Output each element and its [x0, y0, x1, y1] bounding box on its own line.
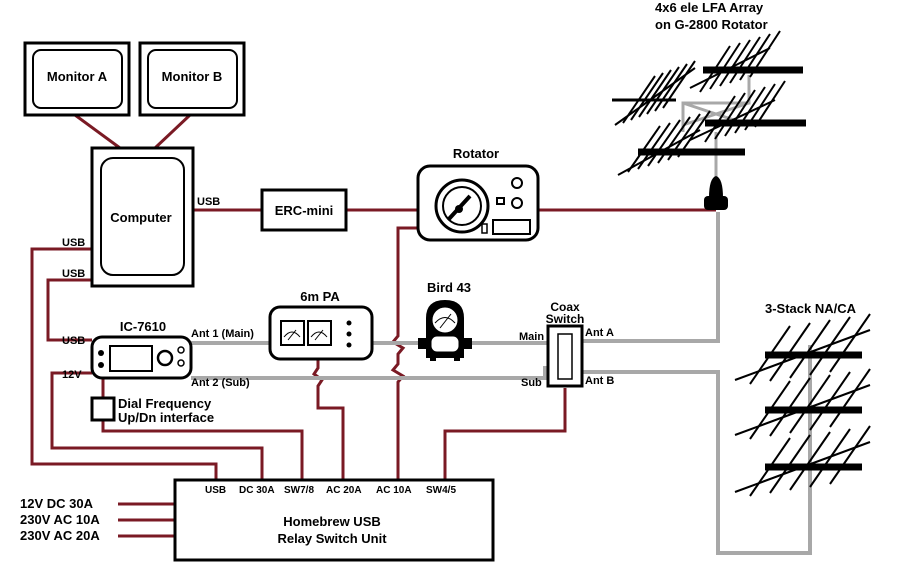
lfa-array-antenna — [612, 30, 806, 210]
coax-sub-label: Sub — [521, 377, 542, 389]
radio-label: IC-7610 — [120, 319, 166, 334]
dial-label-1: Dial Frequency — [118, 396, 212, 411]
pa-label: 6m PA — [300, 289, 340, 304]
rotator-ac10a — [390, 226, 418, 480]
pa-meter-icon — [307, 320, 332, 346]
radio-vfo-knob-icon — [156, 349, 174, 367]
radio-ant2-label: Ant 2 (Sub) — [191, 377, 250, 389]
power-in-1: 12V DC 30A — [20, 496, 94, 511]
rotator-knob-icon — [511, 197, 523, 209]
pa-meter-icon — [280, 320, 305, 346]
bird43-wattmeter — [418, 300, 472, 361]
rotator-motor-icon — [709, 176, 723, 198]
pa-ac20a — [311, 360, 345, 480]
coax-ant-b-label: Ant B — [585, 375, 614, 387]
relay-port-ac10a: AC 10A — [376, 485, 412, 496]
radio-usb-label: USB — [62, 335, 85, 347]
coax-main-label: Main — [519, 331, 544, 343]
dc-12v-radio — [50, 371, 264, 480]
rotator-title-1: Rotator — [453, 146, 499, 161]
coax-title-1: Coax — [550, 300, 580, 314]
ic7610-radio — [90, 335, 193, 380]
monitor-a: Monitor A — [23, 41, 131, 117]
relay-port-usb: USB — [205, 485, 226, 496]
radio-12v-label: 12V — [62, 369, 82, 381]
computer-usb-right-label: USB — [197, 196, 220, 208]
array-title-2: on G-2800 Rotator — [655, 17, 768, 32]
usb-computer-radio — [46, 278, 92, 342]
bird-meter-icon — [431, 306, 459, 334]
monitor-b: Monitor B — [138, 41, 246, 117]
monitor-a-label: Monitor A — [47, 69, 108, 84]
bird-label: Bird 43 — [427, 280, 471, 295]
rotator-display — [492, 219, 531, 235]
control-wiring — [30, 113, 716, 538]
computer-usb-left-label-2: USB — [62, 268, 85, 280]
computer-label: Computer — [110, 210, 171, 225]
coax-ant-a — [582, 212, 720, 343]
relay-port-sw45: SW4/5 — [426, 485, 456, 496]
monitor-a-cable — [74, 113, 121, 150]
array-title-1: 4x6 ele LFA Array — [655, 0, 764, 15]
dial-sw78-link — [101, 420, 304, 480]
rotator-knob-icon — [511, 177, 523, 189]
computer: Computer — [90, 146, 195, 288]
computer-usb-left-label-1: USB — [62, 237, 85, 249]
power-in-3: 230V AC 20A — [20, 528, 100, 543]
monitor-b-cable — [153, 113, 192, 150]
relay-port-sw78: SW7/8 — [284, 485, 314, 496]
monitor-b-label: Monitor B — [162, 69, 223, 84]
radio-display — [109, 345, 153, 372]
coax-radio-sub — [191, 366, 547, 380]
rotator-controller — [416, 164, 540, 242]
pa-amplifier — [268, 305, 374, 361]
coax-ant-a-label: Ant A — [585, 327, 614, 339]
coax-sw45 — [443, 388, 567, 480]
dial-label-2: Up/Dn interface — [118, 410, 214, 425]
erc-mini-label: ERC-mini — [275, 203, 334, 218]
relay-port-ac20a: AC 20A — [326, 485, 362, 496]
radio-ant1-label: Ant 1 (Main) — [191, 328, 254, 340]
stack-antenna — [734, 313, 871, 497]
relay-label-1: Homebrew USB — [283, 514, 381, 529]
usb-computer-relay — [30, 247, 218, 480]
relay-port-dc30a: DC 30A — [239, 485, 275, 496]
coax-title-2: Switch — [546, 312, 585, 326]
power-in-2: 230V AC 10A — [20, 512, 100, 527]
coax-ant-b — [582, 370, 812, 555]
relay-label-2: Relay Switch Unit — [277, 531, 387, 546]
stack-title: 3-Stack NA/CA — [765, 301, 857, 316]
dial-interface-box — [90, 396, 116, 422]
coax-wiring — [191, 212, 812, 555]
relay-switch-unit: USB DC 30A SW7/8 AC 20A AC 10A SW4/5 Hom… — [173, 478, 495, 562]
erc-mini: ERC-mini — [260, 188, 348, 232]
